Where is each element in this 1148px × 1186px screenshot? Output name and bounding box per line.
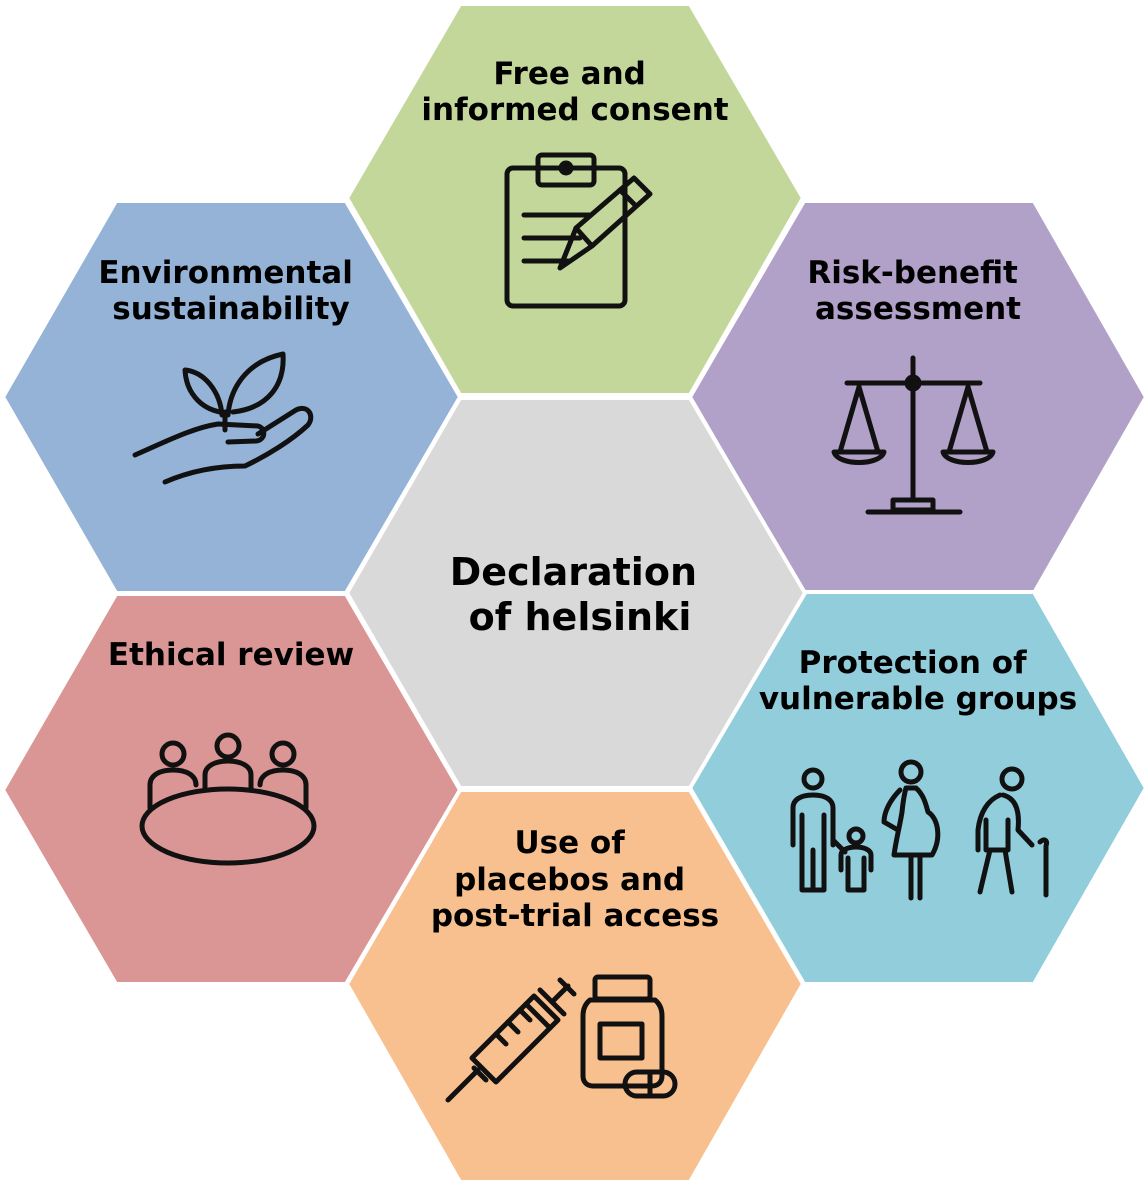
hex-protection-vulnerable-groups: Protection of vulnerable groups bbox=[687, 590, 1148, 986]
svg-text:Use of placebos and: Use of placebos and post-trial access bbox=[431, 825, 719, 934]
hex-ethical-review: Ethical review bbox=[0, 592, 463, 986]
center-title-line: of helsinki bbox=[469, 595, 692, 639]
svg-text:Environmental sustainabi: Environmental sustainability bbox=[98, 255, 363, 327]
center-title-line: Declaration bbox=[450, 550, 697, 594]
hex-label-line: Risk-benefit bbox=[807, 255, 1018, 291]
svg-text:Protection of vulnerable: Protection of vulnerable groups bbox=[759, 645, 1077, 717]
hex-label-line: post-trial access bbox=[431, 898, 719, 934]
plant-in-hand-icon bbox=[132, 351, 314, 485]
clipboard-pen-icon bbox=[504, 152, 653, 309]
balance-scale-icon bbox=[831, 355, 996, 515]
hex-environmental-sustainability: Environmental sustainability bbox=[0, 199, 463, 595]
hex-center-declaration: Declaration of helsinki bbox=[344, 396, 808, 790]
hex-label-line: Protection of bbox=[799, 645, 1027, 681]
svg-text:Risk-benefit assessment: Risk-benefit assessment bbox=[807, 255, 1028, 327]
hex-label-line: Use of bbox=[514, 825, 625, 861]
hex-placebos-post-trial-access: Use of placebos and post-trial access bbox=[344, 788, 806, 1184]
hex-label-line: informed consent bbox=[421, 92, 728, 128]
hex-label-line: Free and bbox=[493, 56, 646, 92]
svg-text:Ethical review: Ethical review bbox=[108, 637, 354, 673]
syringe-pill-bottle-icon bbox=[445, 974, 678, 1103]
hex-label-line: Ethical review bbox=[108, 637, 354, 673]
hex-label-line: sustainability bbox=[112, 291, 349, 327]
meeting-table-icon bbox=[139, 732, 317, 866]
hex-label-line: placebos and bbox=[454, 862, 685, 898]
hex-label-line: Environmental bbox=[98, 255, 353, 291]
hex-label-line: assessment bbox=[815, 291, 1021, 327]
svg-text:Declaration of helsinki: Declaration of helsinki bbox=[450, 550, 710, 639]
family-people-icon bbox=[790, 759, 1049, 901]
hex-risk-benefit-assessment: Risk-benefit assessment bbox=[687, 199, 1148, 595]
hex-label-line: vulnerable groups bbox=[759, 681, 1077, 717]
svg-text:Free and informed consen: Free and informed consent bbox=[421, 56, 728, 128]
hex-shape bbox=[344, 396, 808, 790]
